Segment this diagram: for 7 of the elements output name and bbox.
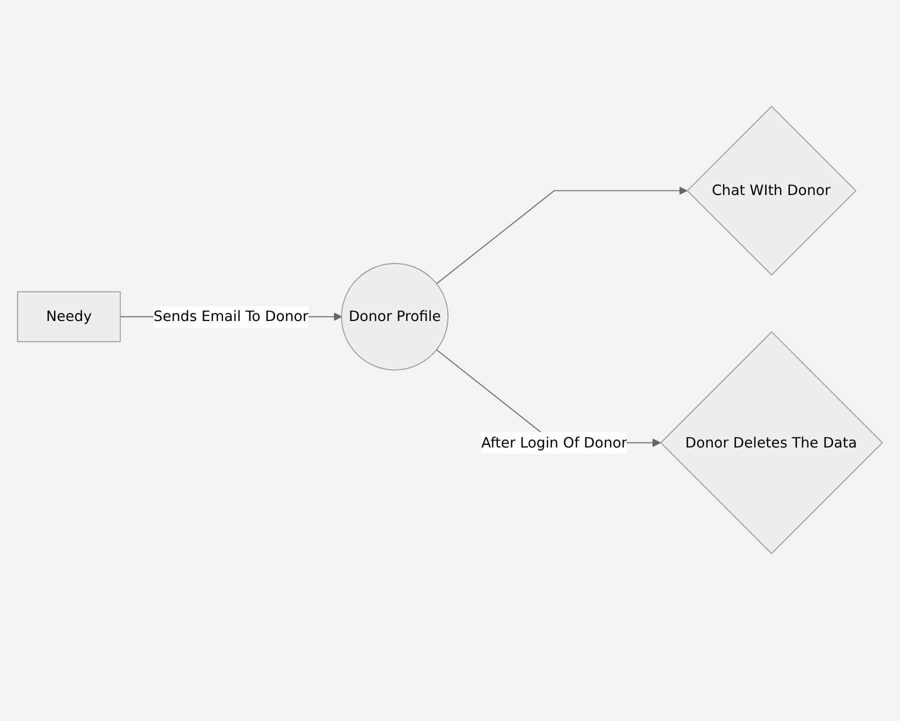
edge-label: Sends Email To Donor [154, 308, 308, 326]
node-diamond: Chat WIth Donor [686, 106, 857, 276]
edge-label: After Login Of Donor [481, 434, 628, 452]
arrow [436, 186, 688, 284]
node-circle: Donor Profile [341, 263, 448, 370]
node-diamond: Donor Deletes The Data [660, 331, 884, 554]
node-box: Needy [17, 291, 121, 342]
